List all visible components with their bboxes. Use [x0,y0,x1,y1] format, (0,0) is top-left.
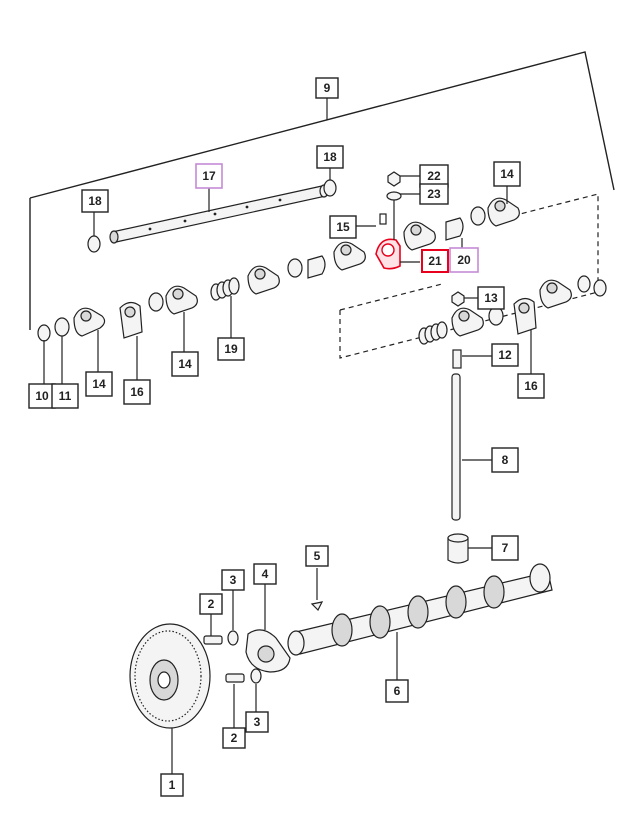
callout-label: 18 [323,150,337,164]
thrust-plate [245,629,291,673]
rocker-arms-main-row [37,241,366,342]
callout-label: 14 [500,167,514,181]
callout-3a: 3 [221,569,245,591]
callout-label: 15 [336,220,350,234]
callout-label: 8 [502,453,509,467]
callout-label: 17 [202,169,216,183]
callout-label: 5 [314,549,321,563]
callout-12: 12 [491,343,519,367]
callout-label: 6 [394,684,401,698]
callout-5: 5 [305,545,329,567]
callout-14c: 14 [493,161,521,187]
callout-11: 11 [51,383,79,409]
callout-label: 4 [262,567,269,581]
leader-lines [43,168,532,774]
rocker-arms-lower-row [418,275,607,369]
callout-14b: 14 [171,351,199,377]
callout-label: 7 [502,541,509,555]
callout-label: 14 [178,357,192,371]
callout-label: 14 [92,377,106,391]
callout-17: 17 [195,163,223,189]
callout-18a: 18 [81,189,109,213]
callout-label: 9 [324,81,331,95]
callout-22: 22 [419,164,449,188]
callout-label: 19 [224,342,238,356]
callout-label: 16 [130,385,144,399]
callout-1: 1 [160,773,184,797]
callout-13: 13 [477,286,505,310]
callout-15: 15 [329,215,357,239]
callout-label: 1 [169,778,176,792]
callout-10: 10 [28,383,56,409]
callout-label: 16 [524,379,538,393]
callout-label: 2 [208,597,215,611]
callout-7: 7 [491,535,519,561]
callout-8: 8 [491,447,519,473]
rocker-assembly-frame [29,51,615,330]
callout-21: 21 [421,249,449,273]
callout-4: 4 [253,563,277,585]
callout-2a: 2 [199,593,223,615]
rocker-arms-upper-right [386,171,520,251]
rocker-shaft [109,184,329,244]
callout-label: 2 [231,731,238,745]
callout-label: 3 [230,573,237,587]
callout-14a: 14 [85,371,113,397]
callout-label: 12 [498,348,512,362]
callout-label: 23 [427,187,441,201]
callout-2b: 2 [222,727,246,749]
callout-23: 23 [419,183,449,205]
callout-3b: 3 [245,711,269,733]
callout-label: 20 [457,253,471,267]
callout-label: 21 [428,254,442,268]
camshaft [287,563,553,656]
callout-label: 22 [427,169,441,183]
callout-18b: 18 [316,145,344,169]
callout-6: 6 [385,679,409,703]
callout-label: 13 [484,291,498,305]
callout-16b: 16 [517,373,545,399]
callout-16a: 16 [123,379,151,405]
callout-label: 3 [254,715,261,729]
rocker-subassembly-dashed-box [339,193,599,359]
rocker-support-highlighted [375,213,401,270]
callout-20: 20 [449,247,479,273]
callout-label: 18 [88,194,102,208]
callout-9: 9 [315,77,339,99]
callout-19: 19 [217,337,245,361]
pushrod-and-tappet [447,373,469,564]
shaft-plugs [87,179,337,253]
bolts-and-washers [203,630,262,684]
callout-label: 11 [59,389,72,403]
callout-label: 10 [35,389,49,403]
camshaft-gear [129,623,211,729]
